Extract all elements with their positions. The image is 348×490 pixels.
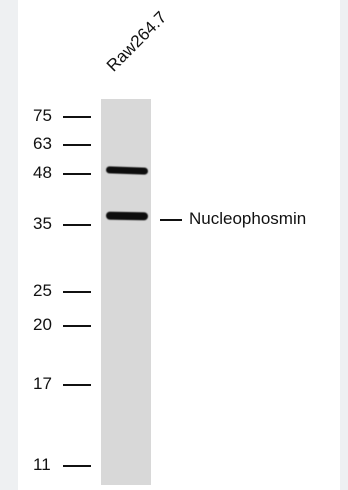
marker-tick [63, 116, 91, 118]
marker-tick [63, 384, 91, 386]
marker-label: 17 [33, 374, 52, 393]
marker-75: 75 [0, 106, 94, 126]
marker-tick [63, 173, 91, 175]
marker-label: 75 [33, 106, 52, 125]
marker-label: 20 [33, 315, 52, 334]
marker-tick [63, 144, 91, 146]
marker-tick [63, 224, 91, 226]
annotation-label: Nucleophosmin [189, 209, 307, 228]
marker-17: 17 [0, 374, 94, 394]
marker-label: 35 [33, 214, 52, 233]
marker-label: 48 [33, 163, 52, 182]
marker-tick [63, 465, 91, 467]
marker-35: 35 [0, 214, 94, 234]
marker-label: 63 [33, 134, 52, 153]
marker-20: 20 [0, 315, 94, 335]
annotation-line [160, 219, 182, 221]
marker-63: 63 [0, 134, 94, 154]
blot-lane [101, 99, 151, 485]
marker-tick [63, 325, 91, 327]
marker-48: 48 [0, 163, 94, 183]
marker-25: 25 [0, 281, 94, 301]
blot-panel [18, 0, 340, 490]
marker-label: 25 [33, 281, 52, 300]
band-48kda [105, 166, 149, 175]
band-35kda [105, 211, 149, 221]
marker-tick [63, 291, 91, 293]
marker-11: 11 [0, 455, 94, 475]
marker-label: 11 [33, 455, 51, 474]
